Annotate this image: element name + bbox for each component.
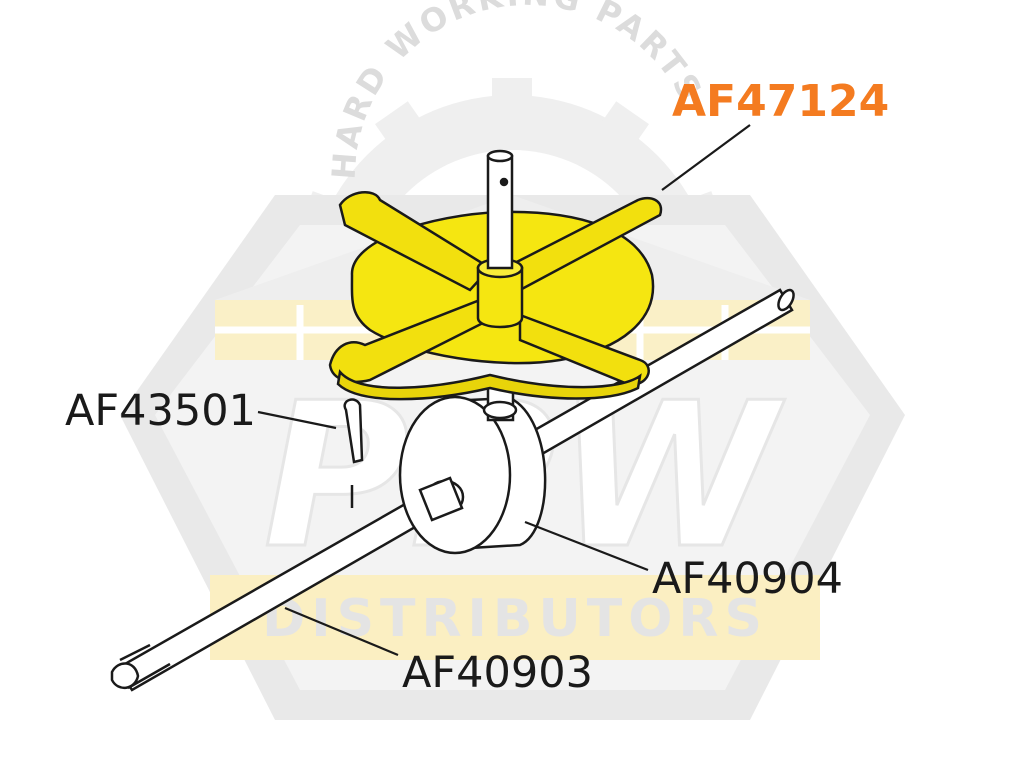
hub-af40904 — [398, 395, 547, 555]
part-label-af43501[interactable]: AF43501 — [65, 386, 256, 436]
leader-line-af47124 — [661, 124, 751, 191]
leader-line-af43501 — [257, 410, 337, 430]
watermark-band — [210, 575, 820, 660]
watermark-bottom-text: DISTRIBUTORS — [262, 589, 768, 649]
leader-lines — [257, 124, 751, 657]
upper-shaft — [486, 149, 514, 270]
part-label-af40904[interactable]: AF40904 — [652, 554, 843, 604]
part-label-af47124[interactable]: AF47124 — [672, 76, 890, 127]
part-label-af40903[interactable]: AF40903 — [402, 648, 593, 698]
cotter-pin-af43501 — [343, 398, 364, 508]
leader-line-af40903 — [284, 606, 399, 657]
leader-line-af40904 — [524, 520, 649, 572]
spreader-plate-af47124 — [328, 191, 663, 401]
